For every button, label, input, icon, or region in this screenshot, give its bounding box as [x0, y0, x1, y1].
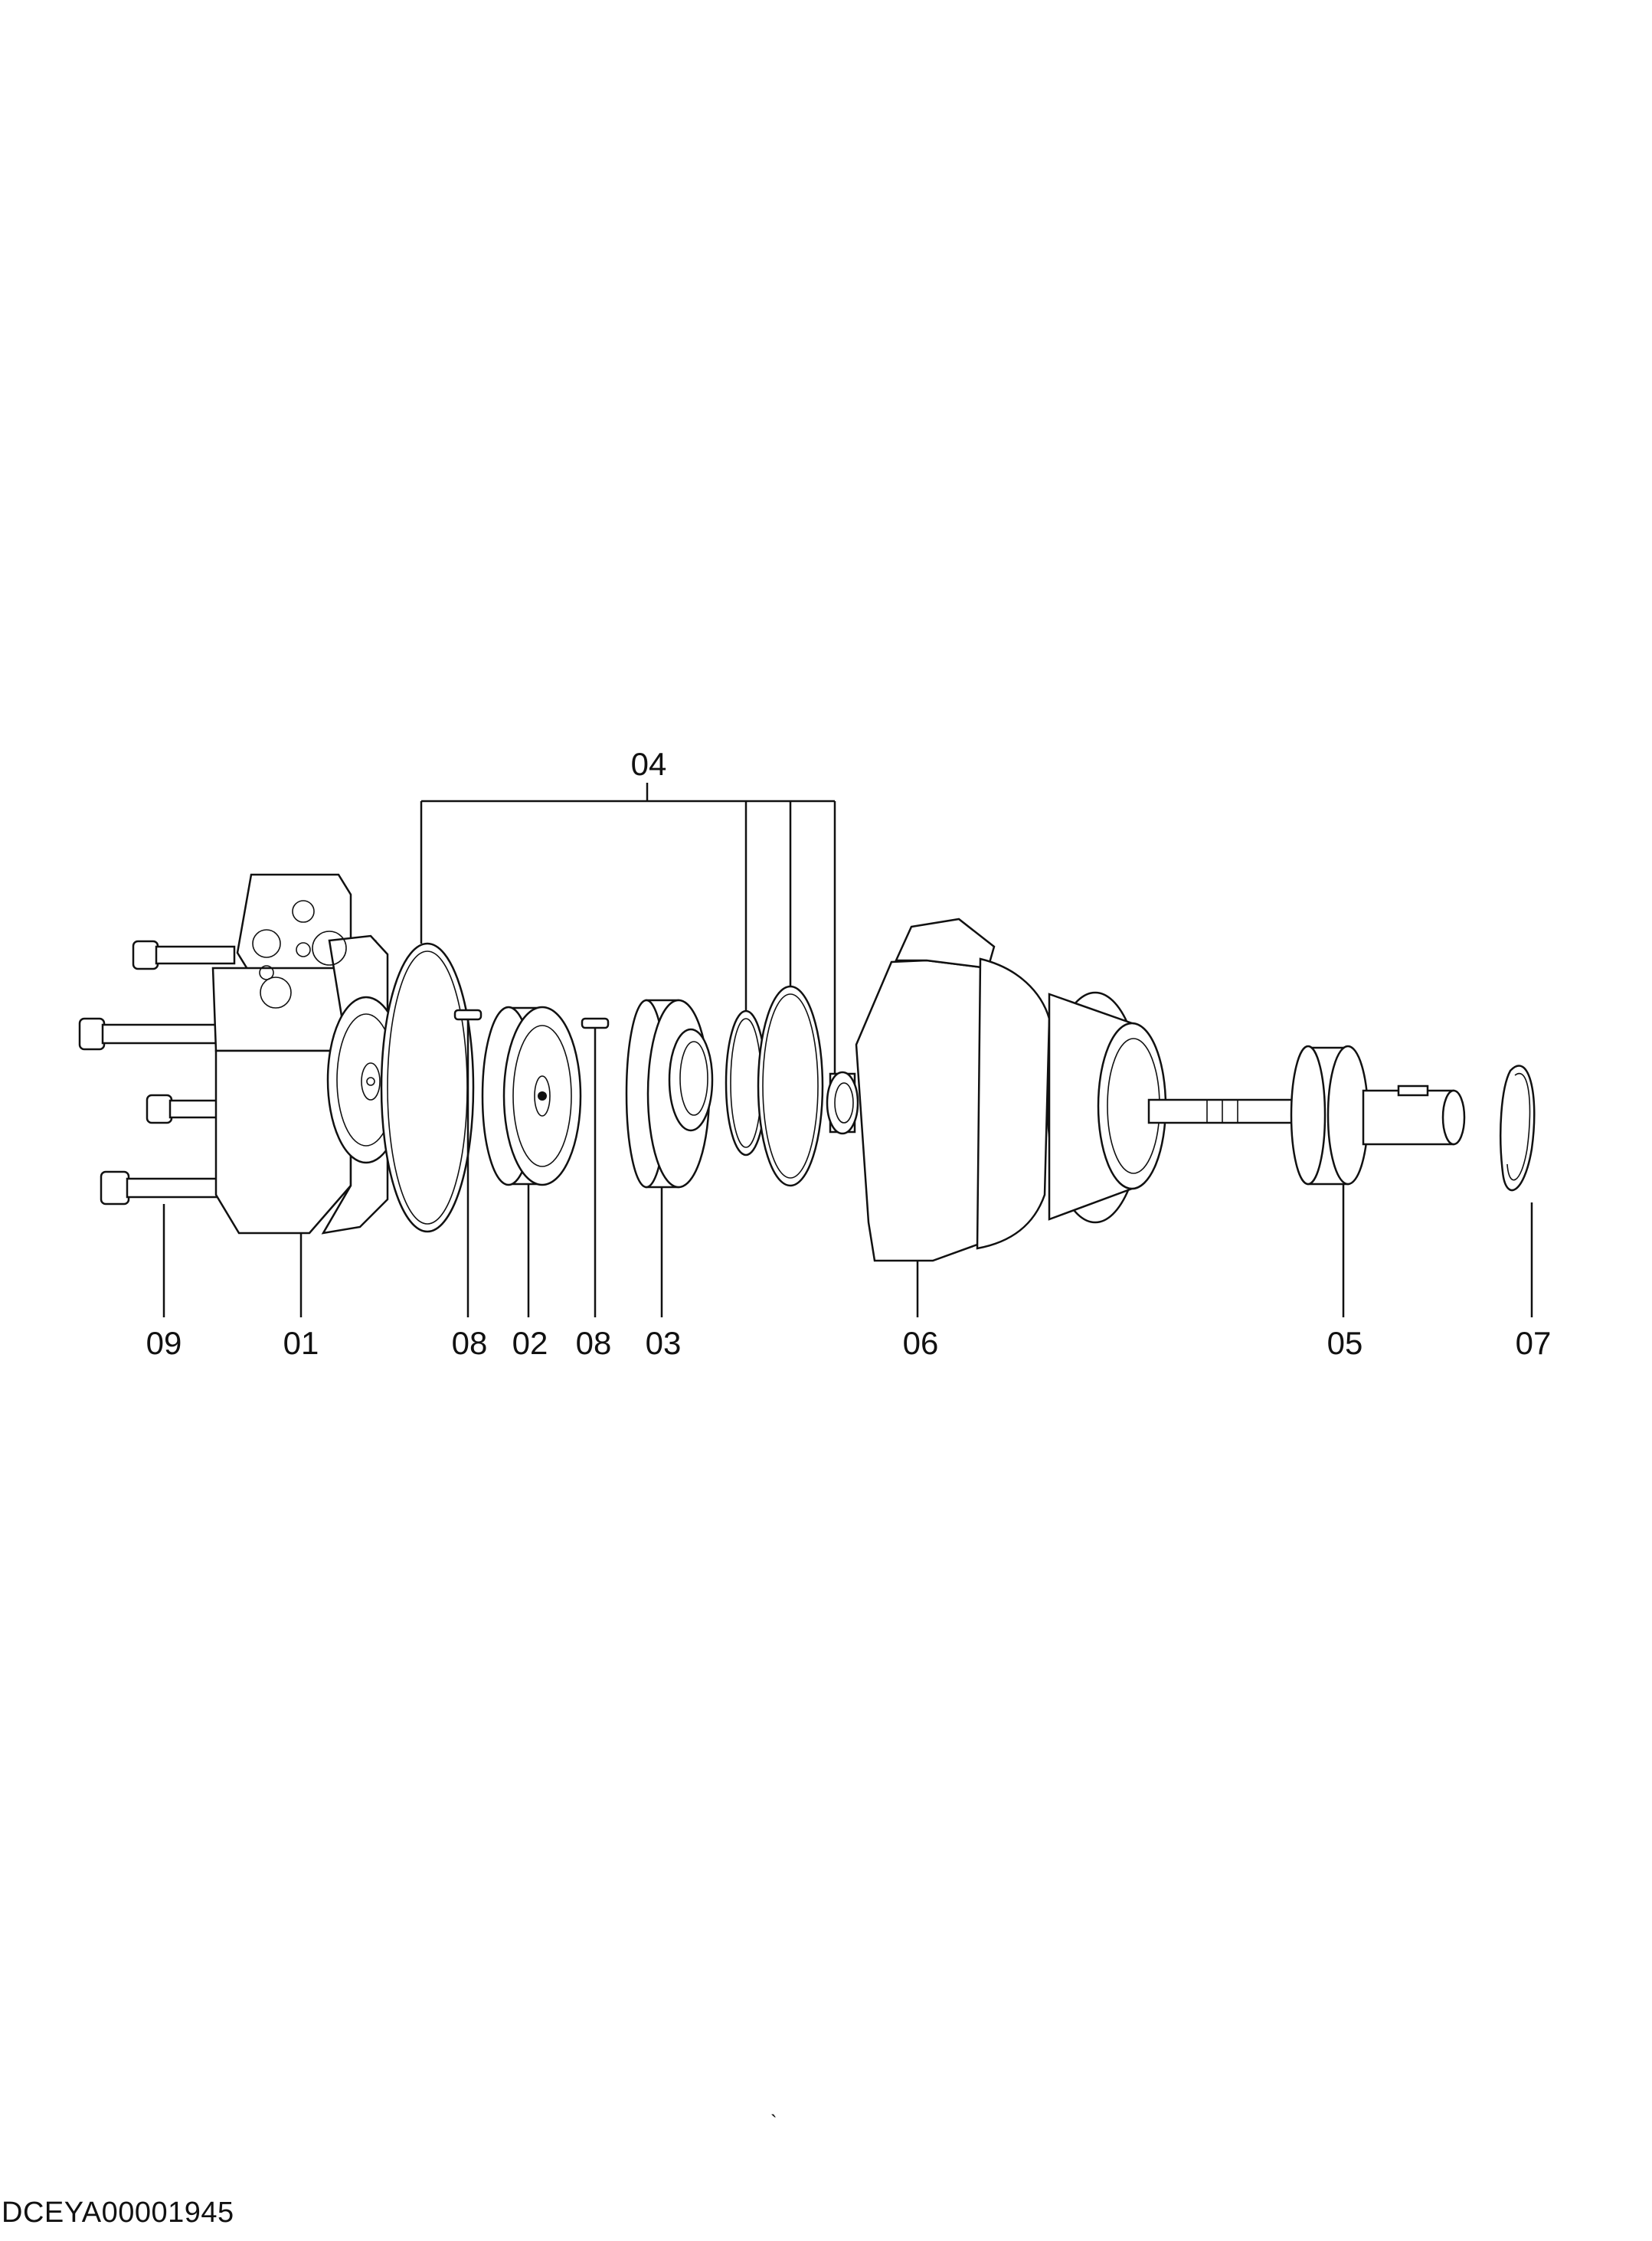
callout-01: 01 [283, 1325, 319, 1361]
callout-07: 07 [1516, 1325, 1552, 1361]
part-04-oring-large [380, 942, 475, 1233]
callout-04: 04 [631, 746, 667, 782]
part-09-bolts [78, 940, 236, 1206]
document-id: DCEYA00001945 [2, 2197, 234, 2229]
stray-mark: ` [770, 2111, 777, 2134]
part-08-pin-left [453, 1009, 483, 1021]
callout-03: 03 [646, 1325, 682, 1361]
part-07-snap-ring [1500, 1065, 1536, 1192]
callout-08-right: 08 [576, 1325, 612, 1361]
leader-lines [162, 1019, 1533, 1317]
part-05-shaft-bearing [1147, 1045, 1466, 1186]
part-08-pin-right [581, 1017, 610, 1029]
callout-06: 06 [903, 1325, 939, 1361]
callout-08-left: 08 [452, 1325, 488, 1361]
part-06-housing [855, 918, 1167, 1262]
part-02-gear-set [481, 1006, 582, 1186]
part-04-ring-medium [757, 985, 824, 1187]
callout-05: 05 [1327, 1325, 1363, 1361]
callout-09: 09 [146, 1325, 182, 1361]
part-01-valve-block [211, 873, 406, 1235]
callout-04-bracket [420, 783, 836, 1075]
part-04-shaft-seal [826, 1071, 859, 1135]
callout-02: 02 [512, 1325, 548, 1361]
part-03-end-plate [625, 999, 714, 1189]
